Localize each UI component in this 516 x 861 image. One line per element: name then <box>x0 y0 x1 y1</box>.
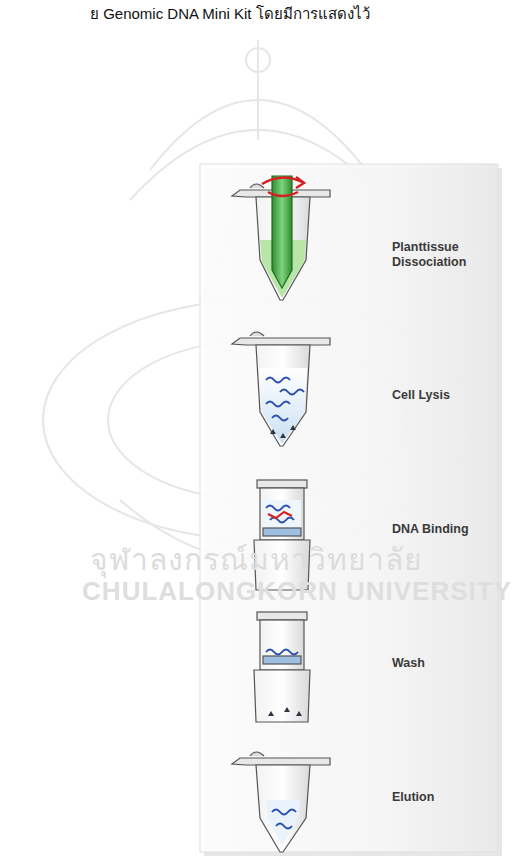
step-label: Wash <box>392 656 492 671</box>
step-label: Elution <box>392 790 492 805</box>
step-label: Planttissue Dissociation <box>392 240 492 270</box>
step-label: DNA Binding <box>392 522 492 537</box>
watermark-text: จุฬาลงกรณ์มหาวิทยาลัย <box>90 536 423 583</box>
page-text: ย Genomic DNA Mini Kit โดยมีการแสดงไว้ <box>90 2 370 26</box>
watermark-text: CHULALONGKORN UNIVERSITY <box>82 576 512 607</box>
step-label: Cell Lysis <box>392 388 492 403</box>
